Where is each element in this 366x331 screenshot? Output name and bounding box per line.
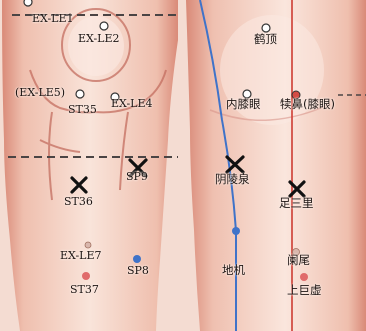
label-nei-xiyan: 内膝眼 bbox=[226, 98, 261, 110]
label-st37: ST37 bbox=[70, 284, 99, 296]
label-ex-le4: EX-LE4 bbox=[111, 98, 153, 110]
label-heding: 鹤顶 bbox=[254, 33, 277, 45]
label-ex-le5: (EX-LE5) bbox=[15, 87, 65, 99]
label-yinlingquan: 阴陵泉 bbox=[215, 173, 250, 185]
ex-le5-point bbox=[76, 90, 84, 98]
label-zusanli: 足三里 bbox=[279, 197, 314, 209]
label-ex-le2: EX-LE2 bbox=[78, 33, 120, 45]
ex-le1-point bbox=[24, 0, 32, 6]
diji-point bbox=[232, 227, 240, 235]
ex-le7-point bbox=[85, 242, 91, 248]
label-sp8: SP8 bbox=[127, 265, 149, 277]
label-lanwei: 阑尾 bbox=[287, 254, 310, 266]
label-diji: 地机 bbox=[222, 264, 245, 276]
label-dubi: 犊鼻(膝眼) bbox=[280, 98, 335, 110]
ex-le2-point bbox=[100, 22, 108, 30]
label-st36: ST36 bbox=[64, 196, 93, 208]
heding-point bbox=[262, 24, 270, 32]
label-shangjuxu: 上巨虚 bbox=[287, 284, 322, 296]
label-sp9: SP9 bbox=[126, 171, 148, 183]
label-ex-le7: EX-LE7 bbox=[60, 250, 102, 262]
label-ex-le1: EX-LE1 bbox=[32, 13, 74, 25]
sp8-point bbox=[133, 255, 141, 263]
st37-point bbox=[82, 272, 90, 280]
shangjuxu-point bbox=[300, 273, 308, 281]
label-st35: ST35 bbox=[68, 104, 97, 116]
